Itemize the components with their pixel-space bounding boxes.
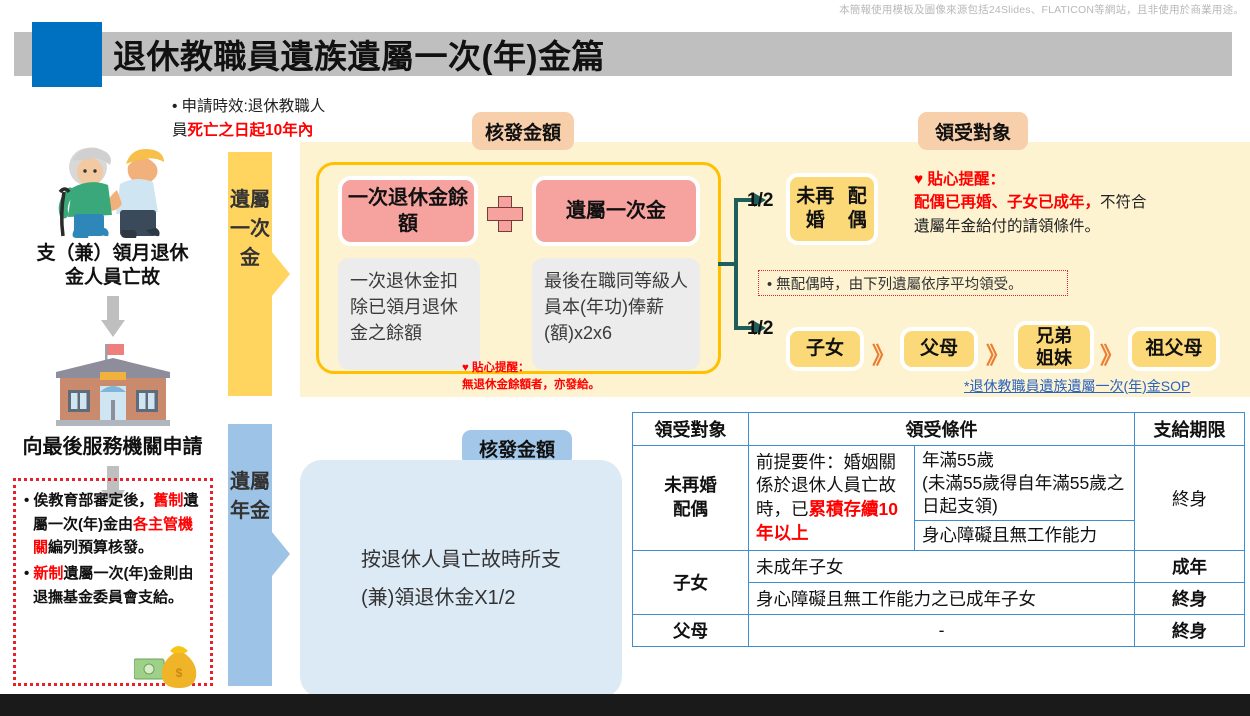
annuity-amount-text: 按退休人員亡故時所支 (兼)領退休金X1/2 (339, 541, 583, 617)
table-row-spouse-1: 未再婚 配偶 前提要件：婚姻關係於退休人員亡故時，已累積存續10年以上 年滿55… (632, 444, 1245, 551)
cell-child-label: 子女 (632, 550, 749, 615)
title-accent-square (32, 22, 102, 87)
table-row-child-1: 子女 未成年子女 成年 (632, 550, 1245, 615)
spouse-reminder-head: 貼心提醒： (927, 171, 1006, 188)
funding-note-1b: 遺屬一次(年)金由 (33, 492, 199, 533)
chevron-right-icon-2: 》 (986, 342, 1009, 368)
bottom-bar (0, 694, 1250, 716)
template-credit: 本簡報使用模板及圖像來源包括24Slides、FLATICON等網站，且非使用於… (839, 4, 1244, 16)
spouse-reminder-red: 配偶已再婚、子女已成年， (914, 194, 1101, 212)
lump-sum-tip: ♥ 貼心提醒： 無退休金餘額者，亦發給。 (462, 360, 662, 395)
sop-link[interactable]: *退休教職員遺族遺屬一次(年)金SOP (964, 378, 1191, 394)
lump-sum-tip-line1: 貼心提醒： (472, 362, 530, 374)
elderly-couple-illustration (0, 130, 225, 240)
cell-spouse-premise-red: 累積存續10年以上 (756, 499, 898, 543)
table-header-row: 領受對象 領受條件 支給期限 (632, 412, 1245, 446)
lump-sum-tip-line2: 無退休金餘額者，亦發給。 (462, 379, 600, 392)
cell-spouse-label: 未再婚 配偶 (632, 445, 749, 551)
school-building-illustration (0, 342, 225, 433)
cell-spouse-cond-2: 身心障礙且無工作能力 (914, 520, 1135, 551)
page-title: 退休教職員遺族遺屬一次(年)金篇 (113, 38, 605, 75)
th-recipient: 領受對象 (632, 412, 749, 446)
branch-arrows-icon (718, 193, 766, 335)
bullet-dot-icon: • (172, 98, 178, 115)
table-row-child-2: 身心障礙且無工作能力之已成年子女 終身 (633, 582, 1245, 615)
lump-sum-component-2-title: 遺屬一次金 (532, 176, 700, 246)
lump-sum-component-1-title: 一次退休金餘額 (338, 176, 478, 246)
funding-note-1-red2: 各主管機關 (33, 515, 194, 557)
note-line-1: 申請時效:退休教職人 (181, 98, 326, 115)
tab-annuity[interactable]: 遺屬年金 (228, 424, 290, 686)
cell-parent-term: 終身 (1134, 614, 1245, 647)
recipient-spouse-line1: 未再婚 (796, 186, 835, 231)
spouse-reminder-rest2: 遺屬年金給付的請領條件。 (914, 217, 1101, 235)
left-caption-deceased-line1: 支（兼）領月退休 (36, 243, 189, 264)
recipient-order-grandparents[interactable]: 祖父母 (1128, 327, 1220, 371)
left-flow-column: 支（兼）領月退休 金人員亡故 向最後服務機 (0, 130, 225, 512)
left-caption-apply: 向最後服務機關申請 (22, 435, 203, 458)
cell-child-term-1: 成年 (1134, 550, 1245, 583)
cell-spouse-premise-text: 前提要件：婚姻關係於退休人員亡故時，已 (756, 451, 896, 519)
left-caption-deceased: 支（兼）領月退休 金人員亡故 (0, 242, 225, 290)
lump-sum-component-1-desc: 一次退休金扣除已領月退休金之餘額 (338, 258, 480, 370)
tab-lump-sum-label: 遺屬一次金 (230, 189, 270, 269)
funding-note-2-red1: 新制 (33, 565, 64, 583)
recipient-order-parents[interactable]: 父母 (900, 327, 978, 371)
share-fraction-bottom: 1/2 (747, 318, 774, 339)
funding-note-1a: • 俟教育部審定後， (24, 492, 154, 509)
left-caption-deceased-line2: 金人員亡故 (64, 266, 160, 288)
money-bag-icon: $ (134, 646, 197, 688)
cell-child-cond-1: 未成年子女 (748, 550, 1135, 583)
cell-spouse-term: 終身 (1134, 445, 1245, 551)
eligibility-table: 領受對象 領受條件 支給期限 未再婚 配偶 前提要件：婚姻關係於退休人員亡故時，… (632, 412, 1245, 647)
note-line-2-highlight: 死亡之日起10年內 (187, 122, 314, 140)
tab-annuity-arrow-icon (272, 532, 290, 576)
chevron-right-icon-3: 》 (1100, 342, 1123, 368)
cell-child-cond-2: 身心障礙且無工作能力之已成年子女 (748, 582, 1135, 615)
spouse-reminder: ♥ 貼心提醒： 配偶已再婚、子女已成年，不符合 遺屬年金給付的請領條件。 (914, 168, 1224, 238)
chevron-right-icon-1: 》 (872, 342, 895, 368)
header-recipient-lump: 領受對象 (918, 112, 1028, 150)
title-banner (14, 32, 1232, 76)
th-duration: 支給期限 (1134, 412, 1245, 446)
lump-sum-formula-frame (316, 162, 721, 374)
table-row-parent: 父母 - 終身 (632, 614, 1245, 647)
funding-source-note: • 俟教育部審定後，舊制遺屬一次(年)金由各主管機關編列預算核發。 • 新制遺屬… (13, 478, 213, 688)
share-fraction-top: 1/2 (747, 190, 774, 211)
annuity-amount-box: 按退休人員亡故時所支 (兼)領退休金X1/2 (300, 460, 622, 698)
no-spouse-note: • 無配偶時，由下列遺屬依序平均領受。 (758, 270, 1068, 296)
th-conditions: 領受條件 (748, 412, 1135, 446)
tab-annuity-label: 遺屬年金 (230, 471, 270, 522)
recipient-order-siblings[interactable]: 兄弟 姐妹 (1014, 321, 1094, 373)
tab-lump-sum-arrow-icon (272, 252, 290, 296)
cell-child-term-2: 終身 (1134, 582, 1245, 615)
funding-note-1c: 編列預算核發。 (48, 539, 154, 557)
svg-text:$: $ (176, 666, 183, 680)
note-line-2-prefix: 員 (172, 122, 188, 140)
funding-note-item-1: • 俟教育部審定後，舊制遺屬一次(年)金由各主管機關編列預算核發。 (24, 489, 204, 560)
cell-parent-label: 父母 (632, 614, 749, 647)
annuity-amount-line1: 按退休人員亡故時所支 (361, 549, 561, 571)
plus-icon (487, 196, 523, 232)
cell-spouse-premise: 前提要件：婚姻關係於退休人員亡故時，已累積存續10年以上 (748, 445, 915, 551)
header-amount-lump: 核發金額 (472, 112, 574, 150)
recipient-order-siblings-label: 兄弟 姐妹 (1036, 325, 1072, 369)
heart-icon-2: ♥ (914, 171, 924, 188)
down-arrow-icon-1 (100, 295, 125, 340)
annuity-amount-line2: (兼)領退休金X1/2 (361, 587, 516, 609)
lump-sum-component-2-desc: 最後在職同等級人員本(年功)俸薪(額)x2x6 (532, 258, 700, 370)
heart-icon: ♥ (462, 362, 469, 374)
recipient-spouse-line2: 配偶 (847, 186, 867, 231)
tab-lump-sum[interactable]: 遺屬一次金 (228, 152, 290, 396)
funding-note-2b: 遺屬一次(年)金則由退撫基金委員會支給。 (33, 565, 194, 606)
funding-note-1-red1: 舊制 (153, 492, 184, 509)
cell-spouse-cond-1: 年滿55歲 (未滿55歲得自年滿55歲之日起支領) (914, 444, 1135, 522)
application-deadline-note: •申請時效:退休教職人 員死亡之日起10年內 (172, 95, 372, 143)
recipient-spouse-box[interactable]: 未再婚 配偶 (786, 173, 878, 245)
funding-note-item-2: • 新制遺屬一次(年)金則由退撫基金委員會支給。 (24, 562, 204, 609)
spouse-reminder-rest1: 不符合 (1100, 194, 1147, 212)
recipient-order-children[interactable]: 子女 (786, 327, 864, 371)
funding-note-2a: • (24, 565, 34, 583)
cell-parent-cond: - (748, 614, 1135, 647)
